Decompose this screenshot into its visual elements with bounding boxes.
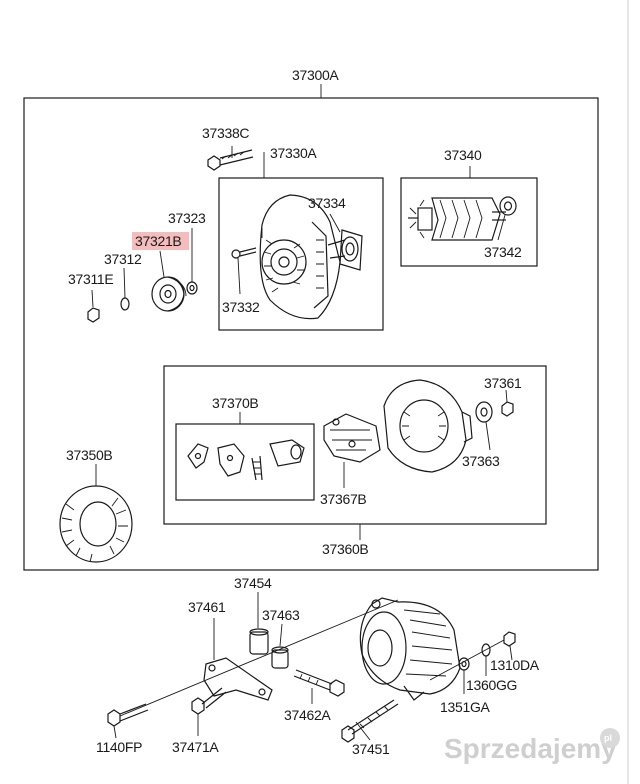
label-37312[interactable]: 37312: [104, 251, 142, 267]
label-37334[interactable]: 37334: [308, 195, 346, 211]
nut-1351GA: [458, 657, 470, 694]
label-1351GA[interactable]: 1351GA: [440, 699, 491, 715]
label-37300A[interactable]: 37300A: [292, 67, 340, 83]
label-37338C[interactable]: 37338C: [202, 125, 250, 141]
label-37323[interactable]: 37323: [168, 210, 206, 226]
washer-1360GG: [481, 643, 491, 676]
label-37311E[interactable]: 37311E: [68, 271, 114, 287]
nut-37361: [501, 389, 514, 417]
label-37451[interactable]: 37451: [352, 741, 390, 757]
label-37330A[interactable]: 37330A: [270, 145, 318, 161]
watermark-logo: Sprzedajemy pl: [444, 728, 620, 764]
box-37340: [400, 177, 538, 267]
regulator-37367B: [323, 413, 381, 488]
bushing-37454: [249, 592, 269, 655]
label-37462A[interactable]: 37462A: [284, 707, 332, 723]
brush-holder-parts-37370B: [187, 439, 305, 481]
bolt-37338C: [207, 149, 254, 171]
frame-37300A: [23, 97, 599, 571]
label-37350B[interactable]: 37350B: [66, 447, 113, 463]
pulley-37321B: [151, 276, 187, 312]
bolt-37451: [341, 699, 399, 743]
highlight-37321B: [132, 232, 189, 250]
bearing-retainer-37334: [329, 213, 363, 271]
label-37340[interactable]: 37340: [444, 147, 482, 163]
label-1310DA[interactable]: 1310DA: [490, 657, 540, 673]
box-37370B: [175, 423, 315, 501]
nut-37311E: [87, 289, 100, 323]
label-37471A[interactable]: 37471A: [172, 739, 220, 755]
bolt-37471A: [191, 687, 227, 736]
bushing-37463: [271, 623, 289, 669]
label-37461[interactable]: 37461: [188, 599, 226, 615]
label-37361[interactable]: 37361: [484, 375, 522, 391]
nut-37323: [186, 228, 198, 295]
bearing-37342: [497, 196, 517, 241]
label-37360B[interactable]: 37360B: [322, 541, 369, 557]
front-housing-37330A: [259, 194, 346, 320]
label-37332[interactable]: 37332: [222, 299, 260, 315]
label-1140FP[interactable]: 1140FP: [96, 739, 143, 755]
stator-37350B: [59, 464, 133, 563]
bracket-37461: [203, 618, 273, 701]
label-37342[interactable]: 37342: [484, 244, 522, 260]
label-37321B[interactable]: 37321B: [135, 233, 182, 249]
label-37370B[interactable]: 37370B: [212, 395, 259, 411]
alternator-assembly: [359, 597, 461, 701]
screw-37332: [231, 247, 257, 295]
svg-text:Sprzedajemy: Sprzedajemy: [444, 733, 617, 764]
bearing-37363: [475, 401, 493, 451]
svg-text:pl: pl: [604, 733, 612, 743]
label-37454[interactable]: 37454: [234, 575, 272, 591]
rotor-37340: [408, 197, 506, 241]
rear-housing-37360B: [383, 379, 473, 473]
label-37463[interactable]: 37463: [262, 607, 300, 623]
box-37330A: [218, 177, 384, 331]
bolt-37462A: [293, 669, 345, 704]
label-37367B[interactable]: 37367B: [320, 491, 367, 507]
label-1360GG[interactable]: 1360GG: [466, 677, 517, 693]
washer-37312: [120, 267, 130, 311]
bolt-1140FP: [107, 703, 149, 739]
label-37363[interactable]: 37363: [462, 453, 500, 469]
box-37360B: [163, 365, 547, 525]
